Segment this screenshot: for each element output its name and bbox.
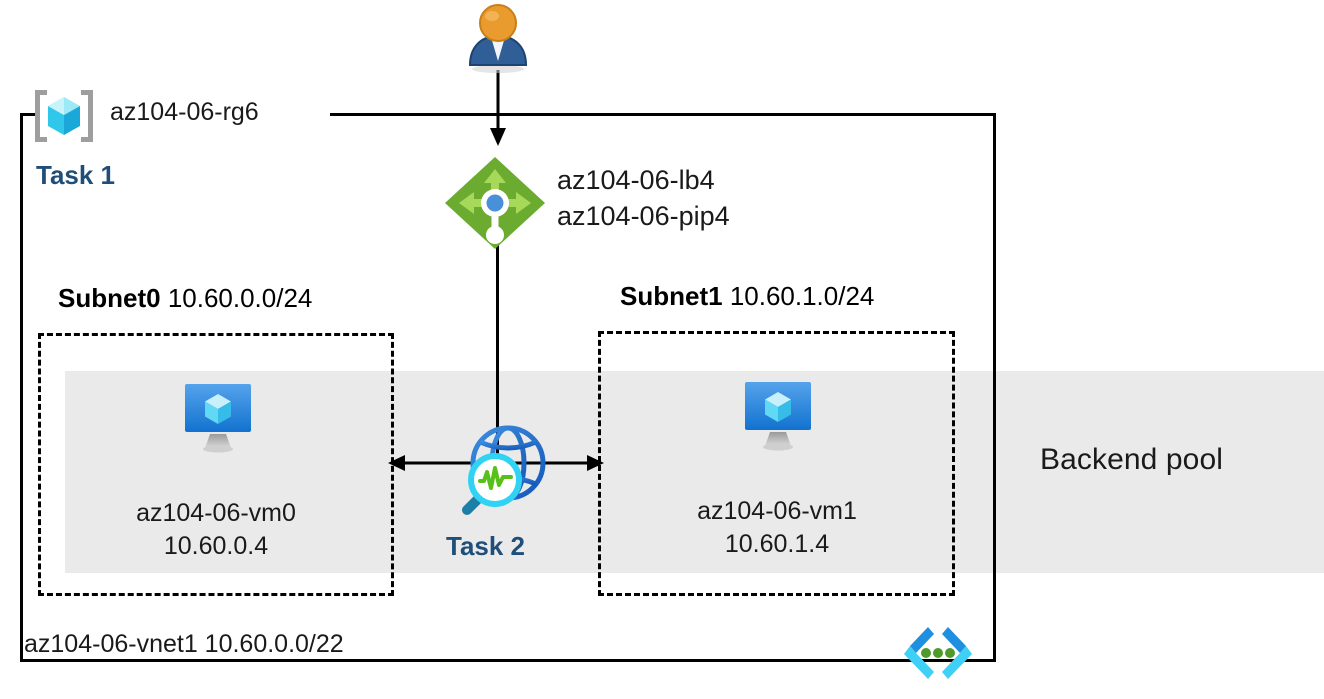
lb-to-watcher-connector xyxy=(496,245,499,460)
subnet1-cidr: 10.60.1.0/24 xyxy=(729,281,875,311)
subnet0-title: Subnet0 10.60.0.0/24 xyxy=(58,283,312,314)
resource-group-border-right xyxy=(993,113,996,662)
virtual-network-icon xyxy=(896,623,980,683)
resource-group-border-bottom xyxy=(20,659,996,662)
network-watcher-globe-magnifier-icon xyxy=(450,418,556,524)
public-ip-name: az104-06-pip4 xyxy=(557,200,730,231)
user-icon xyxy=(462,3,534,75)
resource-group-border-top-left xyxy=(20,113,40,116)
vm1-name: az104-06-vm1 xyxy=(697,497,857,525)
backend-pool-label: Backend pool xyxy=(1040,443,1224,476)
load-balancer-labels: az104-06-lb4 az104-06-pip4 xyxy=(557,163,730,235)
load-balancer-icon xyxy=(443,155,547,259)
subnet1-name: Subnet1 xyxy=(620,281,723,311)
vm1-labels: az104-06-vm1 10.60.1.4 xyxy=(617,495,937,560)
subnet1-title: Subnet1 10.60.1.0/24 xyxy=(620,281,874,312)
task-1-label: Task 1 xyxy=(36,160,116,190)
resource-group-border-left xyxy=(20,113,23,662)
resource-group-border-top-right xyxy=(330,113,996,116)
backend-pool-band xyxy=(65,371,1324,573)
task-2-label: Task 2 xyxy=(446,531,526,561)
vm0-labels: az104-06-vm0 10.60.0.4 xyxy=(56,497,376,562)
virtual-machine-icon xyxy=(177,382,259,454)
user-to-lb-arrow xyxy=(470,70,530,148)
vm0-name: az104-06-vm0 xyxy=(136,499,296,527)
load-balancer-name: az104-06-lb4 xyxy=(557,165,715,195)
resource-group-cube-icon xyxy=(30,88,98,144)
resource-group-name: az104-06-rg6 xyxy=(110,98,259,126)
vnet-label: az104-06-vnet1 10.60.0.0/22 xyxy=(24,630,344,658)
vm0-ip: 10.60.0.4 xyxy=(163,531,269,560)
subnet0-name: Subnet0 xyxy=(58,283,161,313)
subnet0-cidr: 10.60.0.0/24 xyxy=(167,283,313,313)
vm1-ip: 10.60.1.4 xyxy=(724,529,830,558)
virtual-machine-icon xyxy=(737,380,819,452)
